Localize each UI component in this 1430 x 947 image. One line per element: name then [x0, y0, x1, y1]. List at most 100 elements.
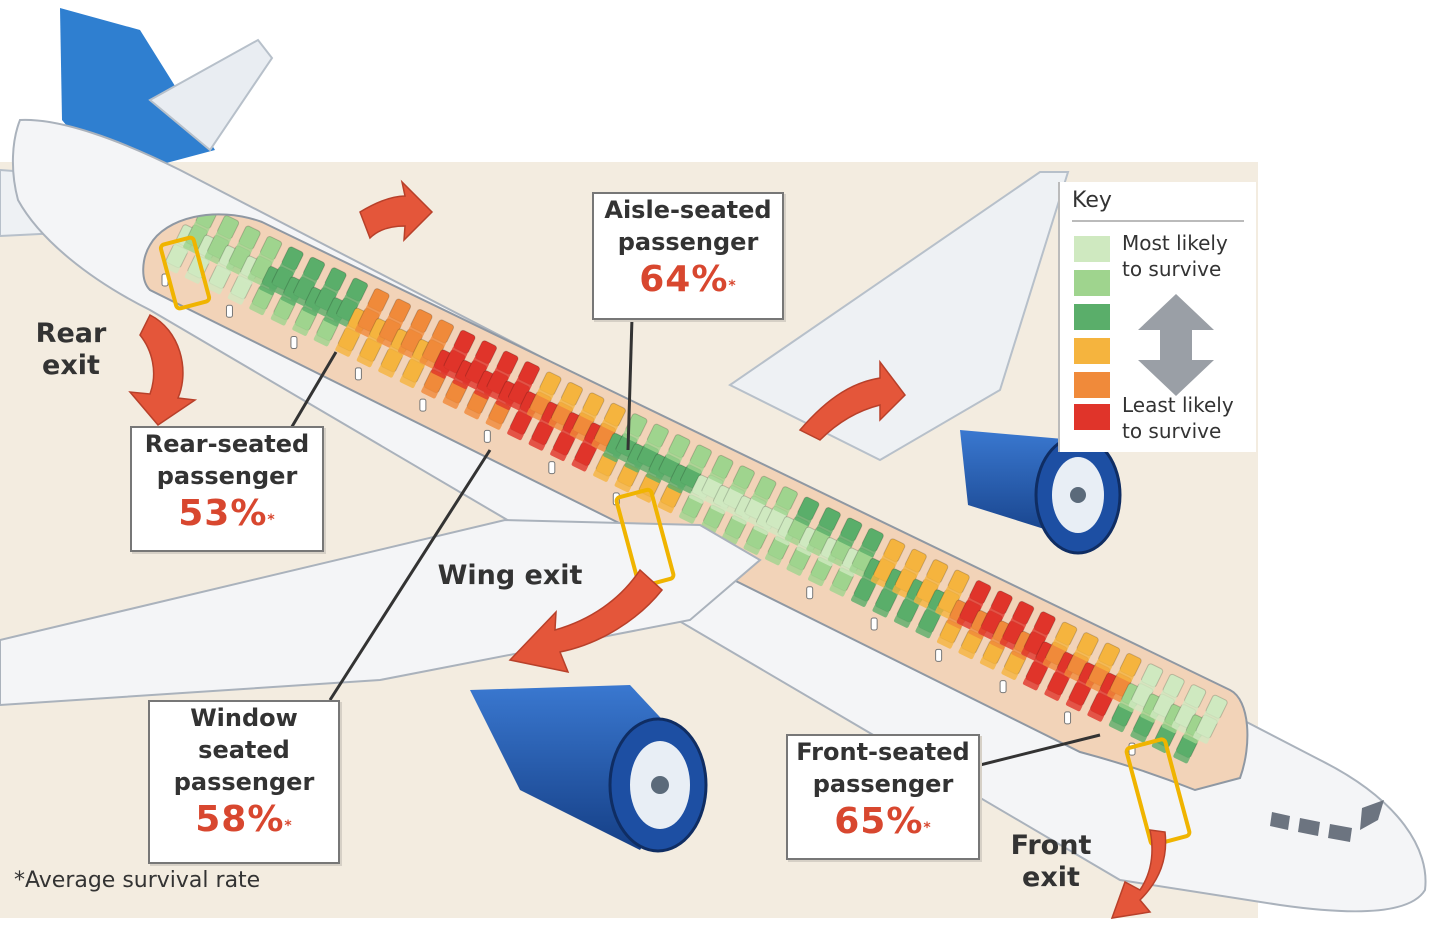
- seat: [1031, 611, 1056, 641]
- wing-door-marker: [614, 487, 676, 589]
- front-exit-line1: Front: [1010, 830, 1092, 861]
- key-least-likely-line1: Least likely: [1122, 393, 1234, 417]
- cabin-outline: [142, 213, 1249, 792]
- wing-exit-label: Wing exit: [430, 560, 590, 592]
- cabin-window: [1064, 711, 1072, 725]
- key-legend: Key Most likely to survive Least likely …: [1058, 182, 1256, 452]
- near-engine: [470, 685, 708, 853]
- window-seated-line3: passenger: [173, 768, 315, 796]
- key-swatch-red: [1074, 404, 1110, 430]
- front-exit-line2: exit: [1022, 862, 1080, 893]
- cabin-window: [225, 304, 233, 318]
- far-wing: [728, 171, 1070, 462]
- key-least-likely-label: Least likely to survive: [1122, 392, 1234, 444]
- seat: [1009, 600, 1035, 631]
- window-seated-label: Window seated passenger 58%*: [148, 700, 340, 864]
- seat: [386, 298, 412, 328]
- key-swatch-orange: [1074, 372, 1110, 398]
- front-seated-rate: 65%*: [834, 801, 932, 842]
- seat: [364, 288, 390, 318]
- seat: [1052, 621, 1078, 651]
- seat: [902, 548, 927, 578]
- seat: [579, 392, 605, 422]
- key-divider: [1072, 220, 1244, 222]
- seat: [665, 434, 691, 464]
- cabin-window: [806, 586, 814, 600]
- footnote: *Average survival rate: [14, 868, 261, 893]
- seat: [880, 538, 906, 568]
- seat: [730, 465, 755, 495]
- seat: [472, 340, 498, 370]
- window-seated-line1: Window: [190, 704, 298, 732]
- near-wing: [0, 518, 762, 707]
- seat: [1074, 632, 1099, 662]
- far-engine: [960, 430, 1122, 555]
- leader-lines: [288, 317, 1101, 772]
- window-seated-rate: 58%*: [195, 799, 293, 840]
- cockpit-windows: [1270, 800, 1384, 842]
- key-swatch-most: [1074, 270, 1110, 296]
- seat: [558, 381, 583, 412]
- front-exit-arrow: [1110, 829, 1167, 919]
- seat: [816, 507, 841, 537]
- seat: [343, 277, 369, 307]
- seat: [322, 267, 347, 297]
- seat: [493, 350, 519, 380]
- seat: [966, 580, 992, 610]
- seat: [773, 486, 798, 516]
- key-most-likely-line1: Most likely: [1122, 231, 1228, 255]
- front-door-marker: [1124, 737, 1192, 847]
- exit-door-markers: [158, 235, 1192, 847]
- seat: [923, 559, 949, 589]
- seat: [1117, 653, 1142, 683]
- aisle-seated-rate: 64%*: [639, 259, 737, 300]
- key-swatch-amber: [1074, 338, 1110, 364]
- wing-exit-line1: Wing exit: [437, 560, 583, 591]
- seat: [988, 590, 1013, 620]
- seat: [1203, 694, 1228, 724]
- seat: [1160, 673, 1185, 704]
- wing-exit-arrow: [508, 568, 664, 674]
- seat: [407, 308, 433, 339]
- front-seated-line2: passenger: [812, 770, 954, 798]
- rear-exit-arrow: [128, 313, 198, 426]
- window-seated-line2: seated: [198, 736, 290, 764]
- seat: [708, 454, 734, 485]
- aisle-seated-label: Aisle-seated passenger 64%*: [592, 192, 784, 320]
- cabin-window: [935, 648, 943, 662]
- key-swatch-most-light: [1074, 236, 1110, 262]
- seat: [687, 444, 712, 474]
- far-wing-exit-arrow: [798, 359, 906, 441]
- aisle-seated-line2: passenger: [617, 228, 759, 256]
- rear-seated-rate: 53%*: [178, 493, 276, 534]
- rear-exit-line2: exit: [42, 350, 100, 381]
- rear-door-marker: [158, 235, 212, 311]
- key-title: Key: [1072, 188, 1112, 213]
- seat: [279, 246, 304, 276]
- rear-exit-label: Rear exit: [26, 318, 116, 382]
- seat: [450, 329, 476, 360]
- double-arrow-icon: [1138, 294, 1214, 396]
- rear-seated-label: Rear-seated passenger 53%*: [130, 426, 324, 552]
- seat: [536, 371, 562, 401]
- seat: [515, 361, 541, 391]
- rear-stabilizer-upper: [148, 38, 274, 152]
- seat: [945, 569, 970, 599]
- cabin-window: [419, 398, 427, 412]
- seat: [429, 319, 455, 349]
- seat: [300, 256, 326, 287]
- seat: [257, 235, 283, 266]
- key-swatch-green: [1074, 304, 1110, 330]
- seat: [644, 423, 669, 453]
- seat: [794, 496, 820, 526]
- rear-upper-exit-arrow: [359, 179, 434, 242]
- rear-exit-line1: Rear: [35, 318, 107, 349]
- cabin-window: [354, 367, 362, 381]
- key-least-likely-line2: to survive: [1122, 419, 1222, 443]
- rear-seated-line2: passenger: [156, 462, 298, 490]
- seat: [751, 475, 777, 505]
- seat: [1181, 684, 1207, 714]
- front-exit-label: Front exit: [996, 830, 1106, 894]
- front-seated-label: Front-seated passenger 65%*: [786, 734, 980, 860]
